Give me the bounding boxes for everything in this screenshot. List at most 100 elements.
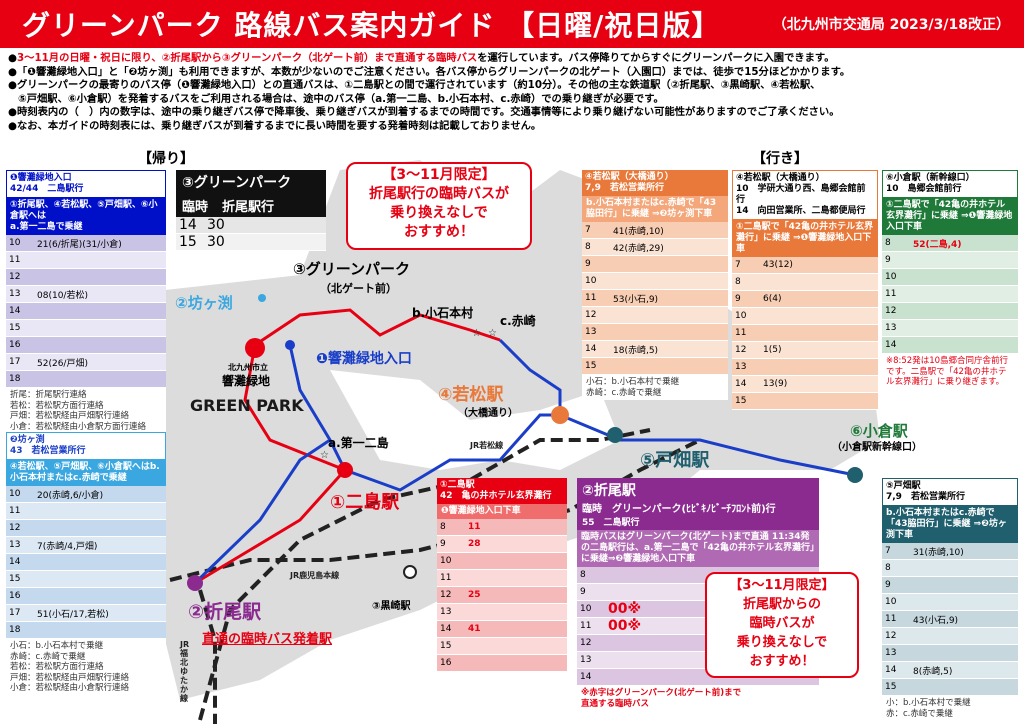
minute-cell: 51(小石/17,若松) bbox=[34, 604, 166, 622]
hour-cell: 12 bbox=[582, 306, 610, 324]
hour-cell: 10 bbox=[577, 600, 605, 618]
minute-cell bbox=[34, 519, 166, 537]
stop-bogafuchi[interactable] bbox=[258, 294, 266, 302]
hour-cell: 10 bbox=[6, 235, 34, 252]
stop-orio[interactable] bbox=[187, 575, 203, 591]
table-row: 14 bbox=[6, 553, 166, 571]
callout-return: 【3～11月限定】 折尾駅行の臨時バスが 乗り換えなしで おすすめ！ bbox=[346, 162, 532, 250]
hour-cell: 11 bbox=[577, 617, 605, 635]
stop-koishi-star: ☆ bbox=[472, 328, 481, 339]
hour-cell: 12 bbox=[437, 586, 465, 604]
stop-greenpark[interactable] bbox=[245, 338, 265, 358]
hour-cell: 15 bbox=[437, 637, 465, 655]
label-orio-sub: 直通の臨時バス発着駅 bbox=[202, 632, 333, 647]
tt-hibikinada-note: ①折尾駅、④若松駅、⑤戸畑駅、⑥小倉駅へは bbox=[10, 200, 158, 221]
minute-cell bbox=[34, 251, 166, 269]
minute-cell bbox=[910, 319, 1018, 337]
callout-line: 乗り換えなしで bbox=[390, 205, 488, 221]
table-row: 9 bbox=[582, 255, 728, 273]
table-row: 11 bbox=[437, 569, 567, 587]
table-row: 10 bbox=[732, 307, 878, 325]
hour-cell: 7 bbox=[882, 543, 910, 560]
minute-cell bbox=[34, 502, 166, 520]
table-row: 14 bbox=[6, 302, 166, 320]
stop-kurosaki[interactable] bbox=[403, 565, 417, 579]
footnote: 戸畑：若松駅経由戸畑駅行連絡 bbox=[10, 411, 130, 421]
hour-cell: 8 bbox=[882, 559, 910, 577]
notes-block: ●3～11月の日曜・祝日に限り、②折尾駅から③グリーンパーク（北ゲート前）まで直… bbox=[8, 52, 1018, 134]
hour-cell: 14 bbox=[582, 340, 610, 358]
label-rail-wakamatsu: JR若松線 bbox=[470, 441, 504, 450]
minute-cell bbox=[34, 302, 166, 320]
tt-wakamatsu2-route: 10 学研大通り西、島郷会館前行 bbox=[736, 184, 866, 205]
hour-cell: 8 bbox=[577, 567, 605, 584]
minute-cell bbox=[34, 319, 166, 337]
footnote: ※赤字はグリーンパーク(北ゲート前)まで bbox=[581, 688, 742, 698]
minute-cell bbox=[605, 668, 717, 686]
hour-cell: 10 bbox=[882, 268, 910, 286]
minute-cell bbox=[465, 552, 567, 570]
tt-kokura: ⑥小倉駅（新幹線口） 10 島郷会館前行 ①二島駅で「42亀の井ホテル玄界灘行」… bbox=[882, 170, 1018, 390]
hour-cell: 8 bbox=[437, 519, 465, 536]
minute-cell: 30 bbox=[204, 233, 326, 251]
minute-cell bbox=[34, 570, 166, 588]
tt-wakamatsu: ④若松駅（大橋通り） 7,9 若松営業所行 b.小石本村またはc.赤崎で「43脇… bbox=[582, 170, 728, 400]
label-orio: ②折尾駅 bbox=[188, 601, 262, 623]
hour-cell: 7 bbox=[582, 222, 610, 239]
hour-cell: 13 bbox=[577, 651, 605, 669]
footnote: 折尾：折尾駅行連絡 bbox=[10, 390, 87, 400]
stop-kokura[interactable] bbox=[847, 467, 863, 483]
callout-line: 乗り換えなしで bbox=[736, 635, 828, 650]
hour-cell: 13 bbox=[437, 603, 465, 621]
hour-cell: 15 bbox=[6, 319, 34, 337]
stop-wakamatsu[interactable] bbox=[551, 406, 569, 424]
minute-cell bbox=[910, 268, 1018, 286]
hour-cell: 18 bbox=[6, 621, 34, 639]
minute-cell bbox=[465, 603, 567, 621]
minute-cell: 41(赤崎,10) bbox=[610, 222, 728, 239]
label-kokura: ⑥小倉駅 bbox=[850, 422, 908, 440]
minute-cell: 8(赤崎,5) bbox=[910, 661, 1018, 679]
tt-bogafuchi: ❷坊ヶ渕 43 若松営業所行 ④若松駅、⑤戸畑駅、⑥小倉駅へはb.小石本村または… bbox=[6, 432, 166, 696]
hour-cell: 12 bbox=[882, 302, 910, 320]
footnote: 戸畑：若松駅経由戸畑駅行連絡 bbox=[10, 672, 130, 683]
minute-cell bbox=[610, 306, 728, 324]
label-greenpark-sub: （北ゲート前） bbox=[320, 282, 397, 295]
table-row: 8 bbox=[732, 273, 878, 291]
table-row: 15 bbox=[6, 319, 166, 337]
table-row: 13 bbox=[582, 323, 728, 341]
label-park-name: 響灘緑地 bbox=[222, 374, 271, 388]
stop-futajima[interactable] bbox=[337, 462, 353, 478]
hour-cell: 10 bbox=[882, 593, 910, 611]
table-row: 14 bbox=[882, 336, 1018, 354]
page-subtitle: （北九州市交通局 2023/3/18改正） bbox=[772, 17, 1010, 33]
stop-hibikinada[interactable] bbox=[285, 340, 295, 350]
minute-cell: 52(26/戸畑) bbox=[34, 353, 166, 371]
label-daiichi: a.第一二島 bbox=[328, 436, 389, 450]
header-bar: グリーンパーク 路線バス案内ガイド 【日曜/祝日版】 （北九州市交通局 2023… bbox=[0, 0, 1024, 48]
table-row: 10 bbox=[882, 593, 1018, 611]
stop-tobata[interactable] bbox=[607, 427, 623, 443]
hour-cell: 11 bbox=[6, 502, 34, 520]
table-row: 11 bbox=[732, 324, 878, 342]
section-return: 【帰り】 bbox=[138, 151, 194, 167]
hour-cell: 15 bbox=[176, 233, 204, 251]
hour-cell: 11 bbox=[882, 610, 910, 628]
tt-orio-note: 臨時バスはグリーンパーク(北ゲート)まで直通 11:34発の二島駅行は、a.第一… bbox=[577, 530, 819, 567]
tt-tobata-route: 7,9 若松営業所行 bbox=[886, 492, 965, 502]
hour-cell: 15 bbox=[732, 392, 760, 410]
tt-tobata-title: ⑤戸畑駅 bbox=[886, 481, 921, 491]
note-line: ●「❶響灘緑地入口」と「❷坊ヶ渕」も利用できますが、本数が少ないのでご注意くださ… bbox=[8, 65, 851, 78]
hour-cell: 15 bbox=[582, 357, 610, 375]
minute-cell bbox=[760, 324, 878, 342]
